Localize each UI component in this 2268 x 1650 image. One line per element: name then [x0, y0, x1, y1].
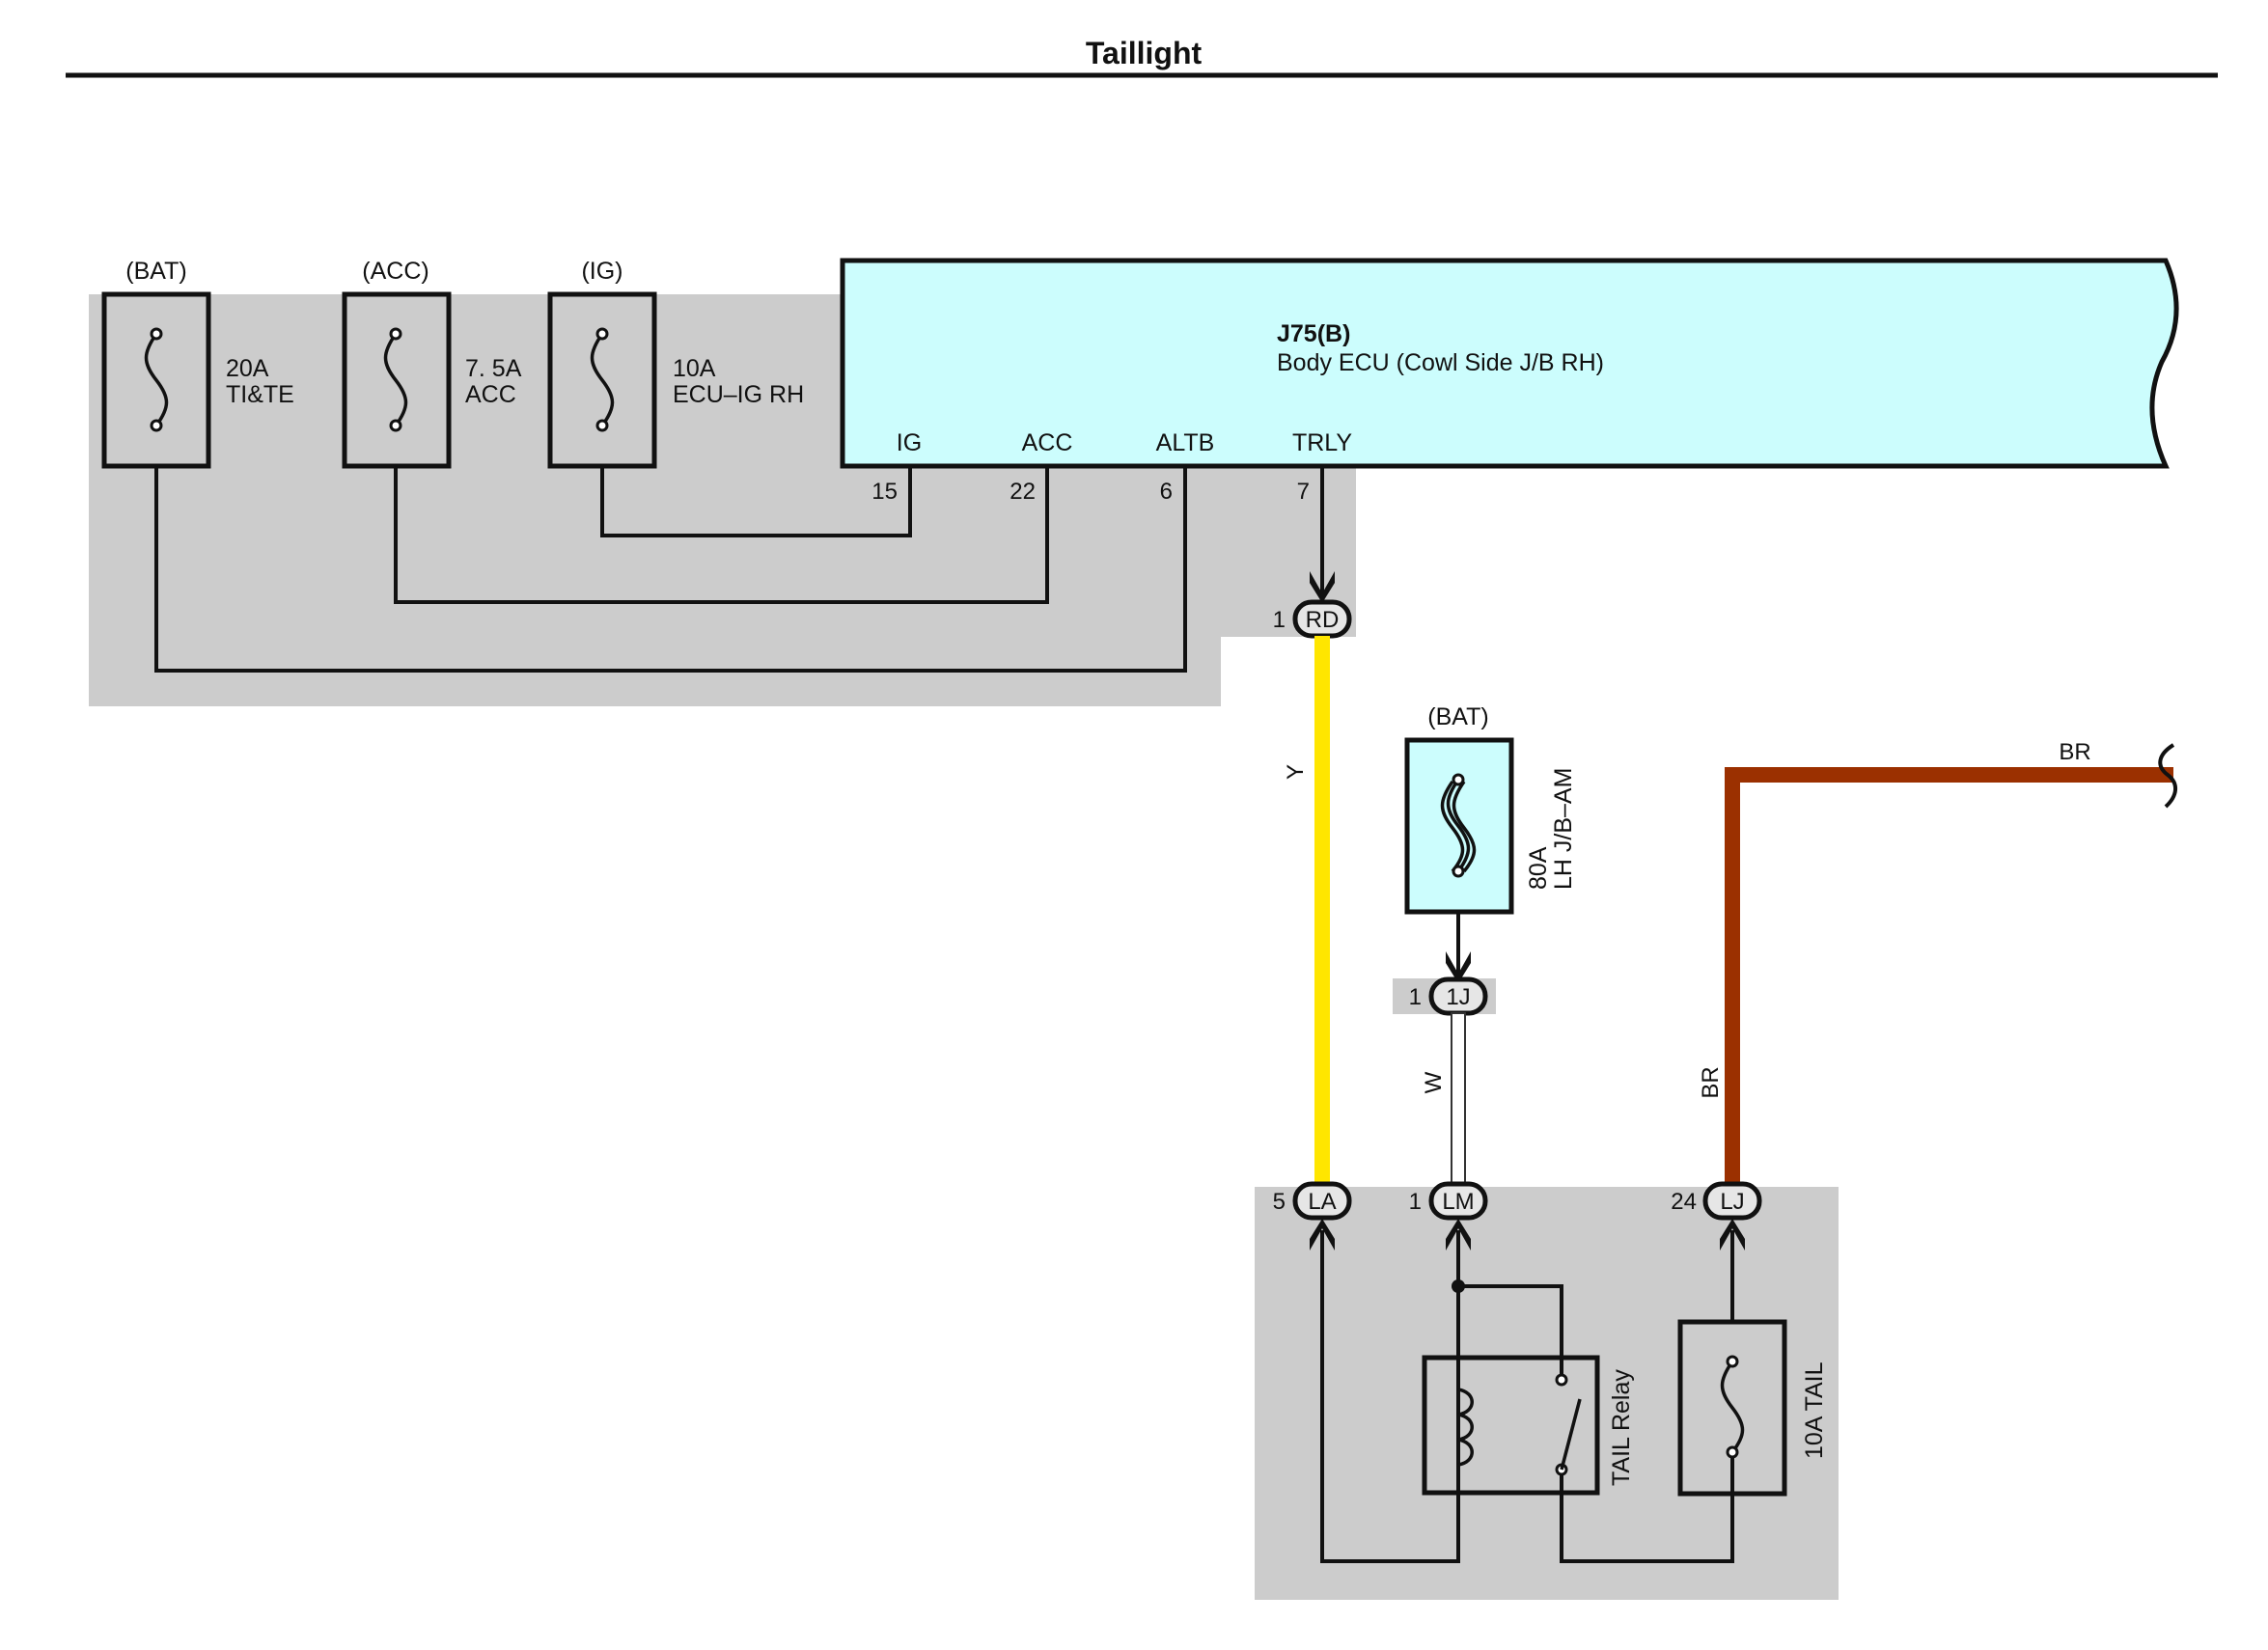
tail-fuse-label: 10A TAIL — [1801, 1361, 1828, 1459]
fuse-acc-name: ACC — [465, 381, 516, 408]
fuse-terminal — [389, 419, 402, 432]
fuse-terminal — [1726, 1445, 1739, 1459]
connector-1j-code: 1J — [1446, 984, 1470, 1010]
ecu-code: J75(B) — [1277, 320, 1350, 347]
relay-coil-icon — [1457, 1388, 1474, 1467]
arrow-trly — [1310, 571, 1335, 603]
relay-contact — [1555, 1373, 1568, 1387]
wire-ig — [600, 466, 912, 537]
tail-relay-label: TAIL Relay — [1608, 1369, 1635, 1486]
connector-lj-pin: 24 — [1671, 1189, 1697, 1215]
connector-rd-pin: 1 — [1273, 607, 1286, 633]
wire-altb — [154, 466, 1187, 673]
fuse-acc-rating: 7. 5A — [465, 355, 522, 382]
fuse-terminal — [389, 327, 402, 341]
tail-fuse-icon — [1720, 1360, 1745, 1454]
wire-y-label: Y — [1283, 764, 1309, 780]
fuse-terminal — [1452, 773, 1465, 786]
fuse-ti-te-source: (BAT) — [125, 258, 186, 285]
wire-br-brown — [1725, 767, 2173, 1192]
fuse-terminal — [595, 419, 609, 432]
ecu-pin-label-altb: ALTB — [1156, 429, 1215, 456]
fuse-acc-icon — [383, 332, 408, 427]
connector-lm — [1428, 1181, 1488, 1221]
fusible-link-source: (BAT) — [1427, 703, 1488, 730]
wire-w-white — [1451, 1012, 1466, 1193]
wire-w-label: W — [1421, 1071, 1447, 1093]
fuse-terminal — [1452, 865, 1465, 878]
fusible-link-rating: 80A — [1525, 846, 1552, 890]
ecu-pin-number-trly: 7 — [1297, 479, 1310, 505]
wire-la-internal — [1320, 1230, 1460, 1563]
wire-relay-to-tail-fuse — [1560, 1452, 1734, 1563]
fuse-terminal — [150, 327, 163, 341]
connector-lm-code: LM — [1442, 1189, 1474, 1215]
ecu-pin-number-ig: 15 — [871, 479, 898, 505]
wire-acc — [394, 466, 1049, 604]
ecu-pin-label-ig: IG — [897, 429, 922, 456]
fuse-acc-source: (ACC) — [362, 258, 429, 285]
connector-la — [1292, 1181, 1352, 1221]
wire-br-horizontal-label: BR — [2059, 739, 2090, 765]
arrow-lj — [1720, 1219, 1745, 1251]
wire-y-yellow — [1314, 636, 1330, 1192]
ecu-pin-label-trly: TRLY — [1292, 429, 1352, 456]
tail-fuse-box — [1677, 1319, 1787, 1497]
fuse-ti-te-rating: 20A — [226, 355, 269, 382]
arrow-la — [1310, 1219, 1335, 1251]
fusible-link-name: LH J/B–AM — [1550, 768, 1577, 890]
fuse-ecu-ig-icon — [590, 332, 615, 427]
fuse-ti-te-icon — [144, 332, 169, 427]
wire-br-vertical-label: BR — [1698, 1066, 1724, 1098]
fuse-terminal — [595, 327, 609, 341]
connector-la-pin: 5 — [1273, 1189, 1286, 1215]
tail-relay-box — [1422, 1355, 1600, 1496]
fusible-link-icon — [1440, 778, 1477, 873]
relay-switch-arm-icon — [1560, 1398, 1582, 1471]
ecu-name: Body ECU (Cowl Side J/B RH) — [1277, 349, 1604, 376]
instrument-panel-junction-block — [1255, 1187, 1839, 1600]
wire-relay-switch-feed — [1458, 1284, 1563, 1380]
ecu-pin-number-acc: 22 — [1010, 479, 1036, 505]
fuse-terminal — [1726, 1355, 1739, 1368]
connector-lm-pin: 1 — [1409, 1189, 1422, 1215]
ecu-pin-label-acc: ACC — [1022, 429, 1073, 456]
wire-br-break — [2158, 743, 2177, 809]
connector-la-code: LA — [1308, 1189, 1336, 1215]
arrow-1j — [1446, 951, 1471, 983]
arrow-lm — [1446, 1219, 1471, 1251]
diagram-title: Taillight — [1086, 36, 1203, 70]
fuse-ecu-ig-rating: 10A — [673, 355, 716, 382]
fuse-ti-te-name: TI&TE — [226, 381, 294, 408]
body-ecu-box — [840, 258, 2179, 469]
connector-1j-pin: 1 — [1409, 984, 1422, 1010]
fuse-terminal — [150, 419, 163, 432]
fuse-ecu-ig-name: ECU–IG RH — [673, 381, 804, 408]
connector-rd-code: RD — [1306, 607, 1340, 633]
connector-lj — [1702, 1181, 1762, 1221]
fuse-ecu-ig-source: (IG) — [581, 258, 622, 285]
ecu-pin-number-altb: 6 — [1160, 479, 1173, 505]
connector-lj-code: LJ — [1720, 1189, 1744, 1215]
